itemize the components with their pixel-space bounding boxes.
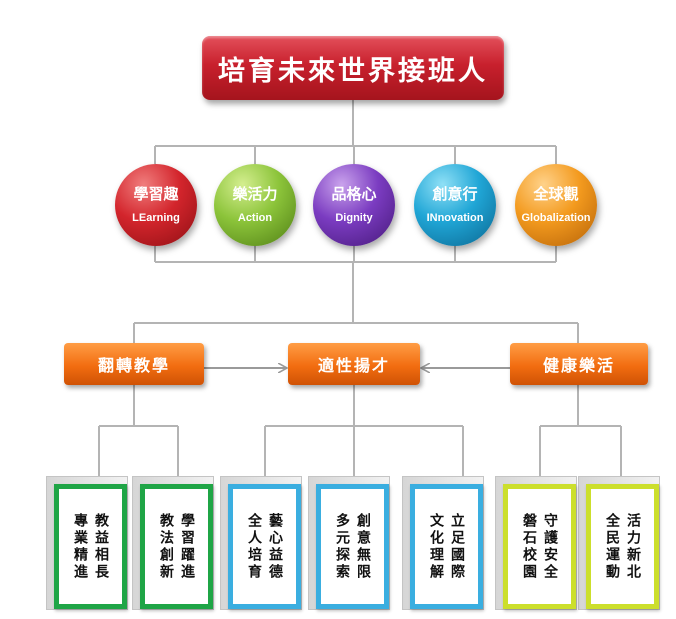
goal-card-line: 教法創新 [158, 512, 174, 581]
value-circle-dignity: 品格心 Dignity [313, 164, 395, 246]
value-circle-zh: 樂活力 [232, 185, 278, 203]
value-circle-zh: 學習趣 [133, 185, 179, 203]
strategy-label: 翻轉教學 [97, 356, 170, 375]
goal-card: 創意無限 多元探索 [316, 484, 389, 609]
goal-card-line: 教益相長 [93, 512, 109, 581]
value-circle-en: Globalization [521, 212, 591, 224]
value-circle-zh: 創意行 [432, 185, 478, 203]
value-circle-learning: 學習趣 LEarning [115, 164, 197, 246]
value-circle-en: LEarning [132, 212, 180, 224]
value-circle-action: 樂活力 Action [214, 164, 296, 246]
goal-card-line: 磐石校園 [521, 512, 537, 581]
strategy-box-healthy-living: 健康樂活 [510, 343, 648, 385]
goal-card-line: 專業精進 [72, 512, 88, 581]
goal-card: 守護安全 磐石校園 [503, 484, 576, 609]
main-title-box: 培育未來世界接班人 [202, 36, 504, 100]
goal-card-line: 全民運動 [604, 512, 620, 581]
value-circle-en: Dignity [335, 212, 373, 224]
goal-card-line: 立足國際 [449, 512, 465, 581]
value-circle-zh: 全球觀 [533, 185, 579, 203]
goal-card: 立足國際 文化理解 [410, 484, 483, 609]
goal-card-line: 創意無限 [355, 512, 371, 581]
goal-card-line: 藝心益德 [267, 512, 283, 581]
goal-card-line: 活力新北 [625, 512, 641, 581]
value-circle-en: Action [237, 212, 273, 224]
value-circle-en: INnovation [426, 212, 484, 224]
goal-card-line: 守護安全 [542, 512, 558, 581]
goal-card-line: 學習躍進 [179, 512, 195, 581]
goal-card-line: 全人培育 [246, 512, 262, 581]
strategy-label: 適性揚才 [317, 356, 390, 375]
goal-card-line: 多元探索 [334, 512, 350, 581]
value-circle-zh: 品格心 [331, 185, 377, 203]
value-circle-innovation: 創意行 INnovation [414, 164, 496, 246]
goal-card: 活力新北 全民運動 [586, 484, 659, 609]
strategy-label: 健康樂活 [542, 356, 615, 375]
strategy-box-flipped-teaching: 翻轉教學 [64, 343, 204, 385]
goal-card-line: 文化理解 [428, 512, 444, 581]
main-title: 培育未來世界接班人 [218, 55, 488, 87]
goal-card: 教益相長 專業精進 [54, 484, 127, 609]
strategy-box-adaptive-talent: 適性揚才 [288, 343, 420, 385]
goal-card: 藝心益德 全人培育 [228, 484, 301, 609]
value-circle-globalization: 全球觀 Globalization [515, 164, 597, 246]
goal-card: 學習躍進 教法創新 [140, 484, 213, 609]
